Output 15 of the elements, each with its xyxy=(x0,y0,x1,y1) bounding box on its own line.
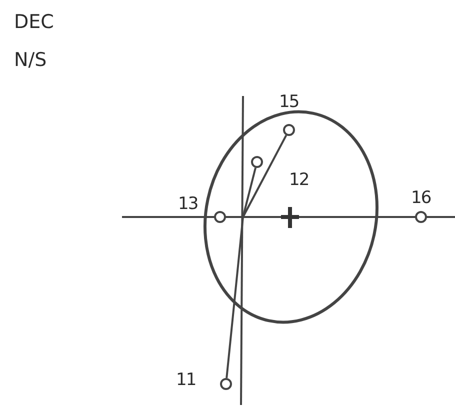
point-number: 13 xyxy=(178,196,198,212)
header-text: DEC xyxy=(14,13,54,32)
data-point-circle xyxy=(214,211,226,223)
data-point-circle xyxy=(220,378,232,390)
data-point-circle xyxy=(415,211,427,223)
data-point-circle xyxy=(283,124,295,136)
point-number: 11 xyxy=(176,372,196,388)
connector-line xyxy=(242,134,288,218)
header-text: N/S xyxy=(14,51,47,70)
connector-line xyxy=(226,216,244,378)
point-number: 12 xyxy=(289,172,309,188)
data-point-circle xyxy=(251,156,263,168)
connector-line xyxy=(242,168,256,218)
point-number: 15 xyxy=(279,94,299,110)
point-number: 16 xyxy=(411,190,431,206)
